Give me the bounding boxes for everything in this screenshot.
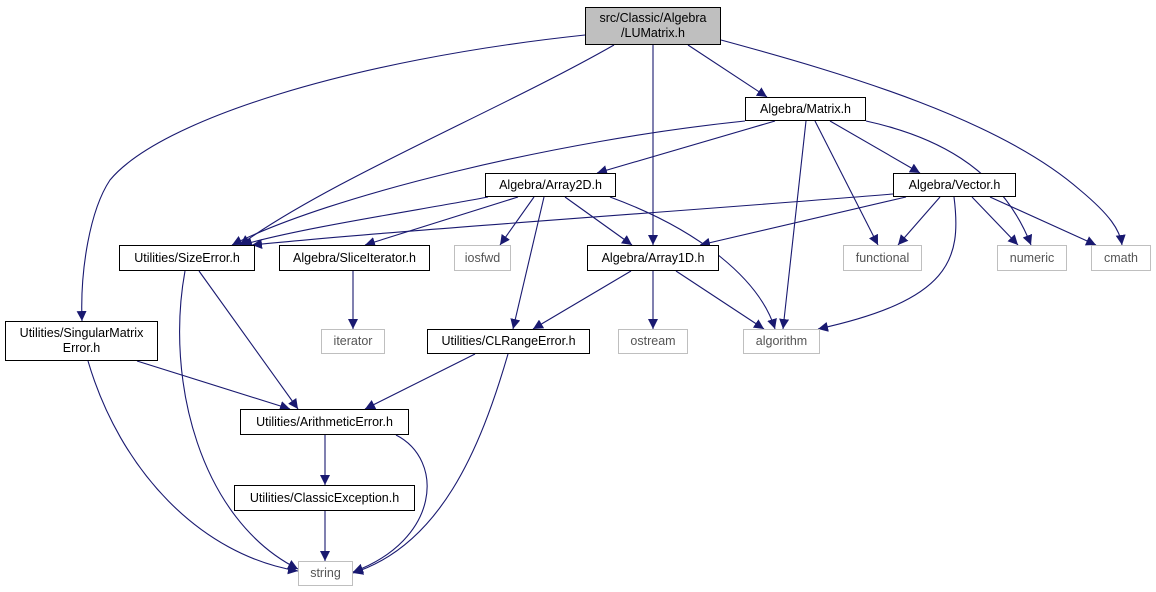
edge-array2d-to-sliceiterator	[364, 196, 519, 247]
edge-array2d-to-iosfwd	[499, 196, 535, 246]
edge-sizeerror-to-arithmeticerror	[198, 270, 299, 410]
node-classicexception-label: Utilities/ClassicException.h	[249, 490, 400, 505]
node-vector-label: Algebra/Vector.h	[908, 177, 1001, 192]
node-algorithm[interactable]: algorithm	[743, 329, 820, 354]
node-array1d-label: Algebra/Array1D.h	[601, 250, 705, 265]
edge-clrangeerror-to-string	[352, 353, 509, 575]
node-numeric-label: numeric	[1009, 250, 1055, 265]
node-iosfwd-label: iosfwd	[464, 250, 501, 265]
node-sizeerror[interactable]: Utilities/SizeError.h	[119, 245, 255, 271]
edge-vector-to-array1d	[699, 196, 907, 248]
node-cmath-label: cmath	[1103, 250, 1139, 265]
edge-lumatrix-to-singularmatrixerror	[76, 34, 586, 322]
edge-sizeerror-to-string	[179, 270, 299, 570]
edge-matrix-to-sizeerror	[231, 120, 746, 246]
node-numeric[interactable]: numeric	[997, 245, 1067, 271]
node-vector[interactable]: Algebra/Vector.h	[893, 173, 1016, 197]
node-singularmatrixerror[interactable]: Utilities/SingularMatrix Error.h	[5, 321, 158, 361]
node-arithmeticerror[interactable]: Utilities/ArithmeticError.h	[240, 409, 409, 435]
node-array2d[interactable]: Algebra/Array2D.h	[485, 173, 616, 197]
node-arithmeticerror-label: Utilities/ArithmeticError.h	[256, 414, 393, 429]
node-sliceiterator-label: Algebra/SliceIterator.h	[293, 250, 416, 265]
edge-vector-to-cmath	[989, 196, 1097, 246]
edge-array2d-to-algorithm	[609, 196, 777, 330]
node-singularmatrixerror-line-1: Utilities/SingularMatrix	[19, 326, 144, 340]
edge-arithmeticerror-to-string	[352, 434, 428, 574]
edge-matrix-to-numeric	[865, 120, 1033, 246]
edge-vector-to-algorithm	[817, 196, 957, 332]
node-iterator[interactable]: iterator	[321, 329, 385, 354]
edge-singularmatrixerror-to-string	[87, 360, 299, 575]
node-matrix[interactable]: Algebra/Matrix.h	[745, 97, 866, 121]
node-iterator-label: iterator	[333, 334, 373, 348]
node-functional-label: functional	[855, 250, 910, 265]
edge-lumatrix-to-cmath	[720, 39, 1126, 246]
node-ostream[interactable]: ostream	[618, 329, 688, 354]
node-string[interactable]: string	[298, 561, 353, 586]
edge-singularmatrixerror-to-arithmeticerror	[136, 360, 291, 411]
edge-array2d-to-array1d	[564, 196, 633, 246]
node-string-label: string	[310, 566, 341, 580]
edge-vector-to-numeric	[971, 196, 1019, 246]
node-sizeerror-label: Utilities/SizeError.h	[134, 250, 240, 265]
node-lumatrix-line-2: /LUMatrix.h	[621, 26, 685, 40]
node-lumatrix[interactable]: src/Classic/Algebra /LUMatrix.h	[585, 7, 721, 45]
edge-lumatrix-to-matrix	[687, 44, 768, 98]
node-sliceiterator[interactable]: Algebra/SliceIterator.h	[279, 245, 430, 271]
node-functional[interactable]: functional	[843, 245, 922, 271]
node-matrix-label: Algebra/Matrix.h	[759, 101, 851, 116]
edge-array2d-to-sizeerror	[241, 196, 489, 247]
edge-array1d-to-clrangeerror	[532, 270, 632, 330]
node-cmath[interactable]: cmath	[1091, 245, 1151, 271]
edge-vector-to-functional	[897, 196, 941, 246]
node-array1d[interactable]: Algebra/Array1D.h	[587, 245, 719, 271]
node-algorithm-label: algorithm	[755, 334, 808, 348]
edge-vector-to-sizeerror	[251, 193, 894, 249]
node-clrangeerror-label: Utilities/CLRangeError.h	[441, 334, 576, 348]
node-lumatrix-line-1: src/Classic/Algebra	[599, 11, 707, 25]
node-classicexception[interactable]: Utilities/ClassicException.h	[234, 485, 415, 511]
edge-matrix-to-functional	[814, 120, 879, 246]
edge-matrix-to-array2d	[596, 120, 776, 175]
edge-lumatrix-to-sizeerror	[239, 44, 615, 246]
node-iosfwd[interactable]: iosfwd	[454, 245, 511, 271]
node-array2d-label: Algebra/Array2D.h	[499, 177, 602, 192]
node-singularmatrixerror-line-2: Error.h	[62, 341, 101, 355]
edge-array2d-to-clrangeerror	[510, 196, 545, 330]
node-ostream-label: ostream	[630, 334, 676, 348]
node-clrangeerror[interactable]: Utilities/CLRangeError.h	[427, 329, 590, 354]
edge-clrangeerror-to-arithmeticerror	[364, 353, 476, 410]
edge-matrix-to-algorithm	[779, 120, 807, 330]
edge-matrix-to-vector	[829, 120, 921, 174]
edge-array1d-to-algorithm	[675, 270, 765, 330]
